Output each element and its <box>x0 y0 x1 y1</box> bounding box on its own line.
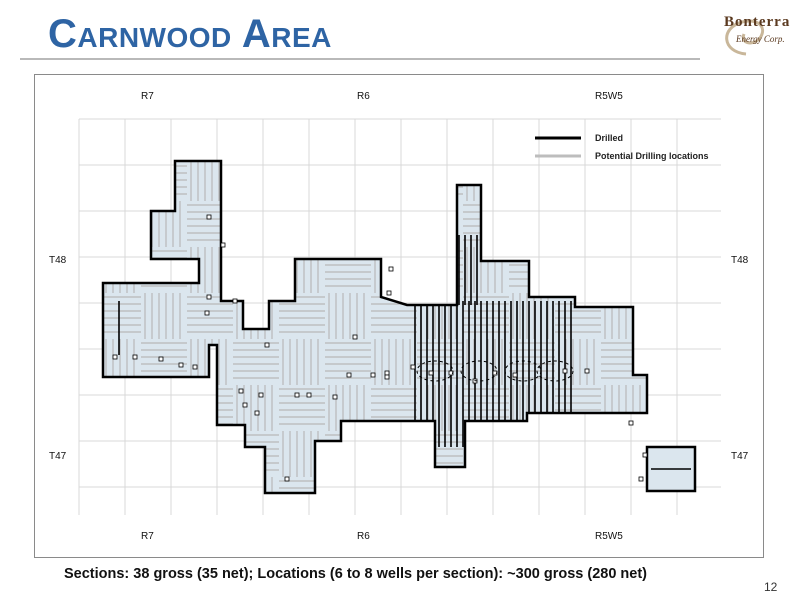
range-label-bottom-r5w5: R5W5 <box>595 531 623 542</box>
well-marker <box>178 362 184 368</box>
legend: Drilled Potential Drilling locations <box>535 133 709 161</box>
well-marker <box>562 368 568 374</box>
well-marker <box>584 368 590 374</box>
well-markers <box>112 214 648 482</box>
well-marker <box>638 476 644 482</box>
township-label-left-t48: T48 <box>49 255 67 266</box>
well-marker <box>388 266 394 272</box>
well-marker <box>384 374 390 380</box>
well-marker <box>158 356 164 362</box>
well-marker <box>512 372 518 378</box>
well-marker <box>370 372 376 378</box>
logo-name: Bonterra <box>724 14 791 30</box>
well-marker <box>112 354 118 360</box>
range-label-top-r7: R7 <box>141 91 154 102</box>
well-marker <box>206 214 212 220</box>
logo-tagline: Energy Corp. <box>736 34 785 44</box>
well-marker <box>642 452 648 458</box>
range-label-bottom-r7: R7 <box>141 531 154 542</box>
legend-potential-label: Potential Drilling locations <box>595 151 709 161</box>
dashed-well-pad <box>504 360 542 382</box>
page-title: Carnwood Area <box>48 12 332 56</box>
well-marker <box>232 298 238 304</box>
well-marker <box>258 392 264 398</box>
township-label-left-t47: T47 <box>49 451 67 462</box>
company-logo: Bonterra Energy Corp. <box>716 8 796 58</box>
well-marker <box>206 294 212 300</box>
map-panel: Drilled Potential Drilling locations R7 … <box>34 74 764 558</box>
well-marker <box>132 354 138 360</box>
well-marker <box>254 410 260 416</box>
well-marker <box>352 334 358 340</box>
range-label-bottom-r6: R6 <box>357 531 370 542</box>
title-divider <box>20 58 700 60</box>
dashed-well-pad <box>536 360 574 382</box>
well-marker <box>284 476 290 482</box>
well-marker <box>428 370 434 376</box>
well-marker <box>242 402 248 408</box>
well-marker <box>410 364 416 370</box>
land-boundary <box>101 159 649 495</box>
summary-caption: Sections: 38 gross (35 net); Locations (… <box>64 566 647 582</box>
page-number: 12 <box>764 580 778 594</box>
range-label-top-r6: R6 <box>357 91 370 102</box>
dashed-well-pad <box>416 360 454 382</box>
well-marker <box>192 364 198 370</box>
well-marker <box>384 370 390 376</box>
well-marker <box>332 394 338 400</box>
township-label-right-t48: T48 <box>731 255 749 266</box>
dashed-well-pad <box>460 360 498 382</box>
well-marker <box>294 392 300 398</box>
logo-swirl-icon <box>725 19 765 56</box>
well-marker <box>204 310 210 316</box>
range-label-top-r5w5: R5W5 <box>595 91 623 102</box>
well-marker <box>220 242 226 248</box>
well-marker <box>628 420 634 426</box>
legend-drilled-label: Drilled <box>595 133 623 143</box>
well-marker <box>306 392 312 398</box>
well-marker <box>346 372 352 378</box>
well-marker <box>264 342 270 348</box>
township-label-right-t47: T47 <box>731 451 749 462</box>
well-marker <box>386 290 392 296</box>
well-marker <box>238 388 244 394</box>
land-map: Drilled Potential Drilling locations <box>78 118 721 515</box>
